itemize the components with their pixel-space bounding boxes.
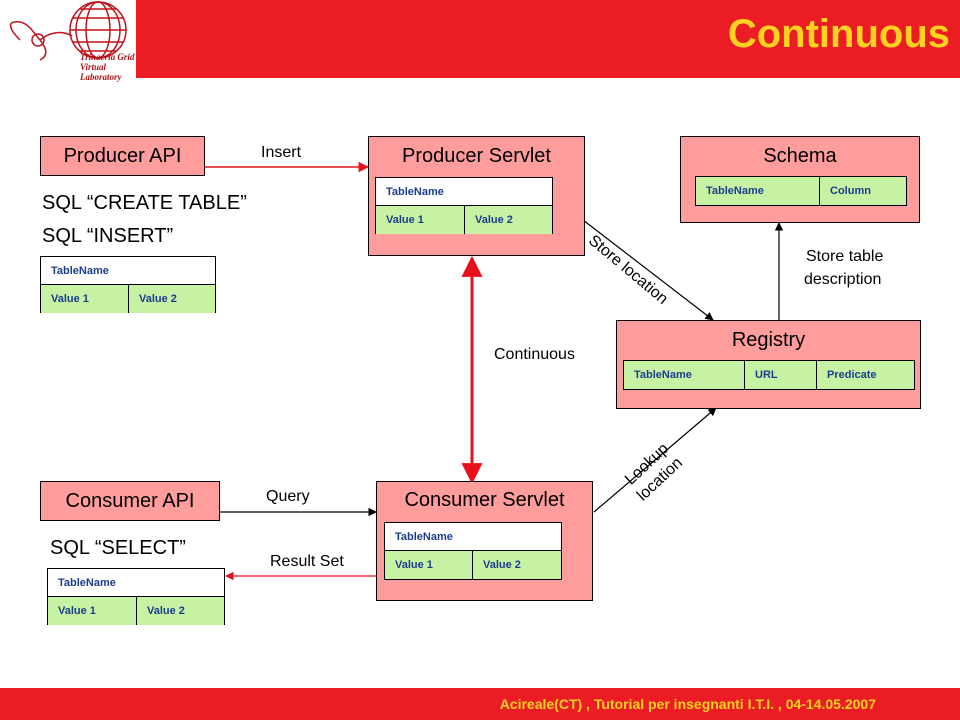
producer-servlet-table: TableName Value 1 Value 2 <box>375 177 553 234</box>
consumer-api-box: Consumer API <box>40 481 220 521</box>
consumer-api-value1: Value 1 <box>48 597 137 625</box>
sql-select: SQL “SELECT” <box>50 537 186 559</box>
query-label: Query <box>266 488 310 505</box>
producer-servlet-label: Producer Servlet <box>402 145 551 167</box>
consumer-api-table: TableName Value 1 Value 2 <box>47 568 225 625</box>
registry-col-url: URL <box>745 361 817 389</box>
footer-text: Acireale(CT) , Tutorial per insegnanti I… <box>499 696 876 712</box>
page-title: Continuous <box>727 12 950 56</box>
producer-servlet-box: Producer Servlet TableName Value 1 Value… <box>368 136 585 256</box>
store-location-arrow <box>582 219 714 321</box>
registry-table: TableName URL Predicate <box>623 360 915 390</box>
producer-api-value2: Value 2 <box>139 293 177 305</box>
consumer-servlet-value2: Value 2 <box>483 559 521 571</box>
consumer-api-value2: Value 2 <box>147 605 185 617</box>
sql-create-table: SQL “CREATE TABLE” <box>42 192 247 214</box>
producer-api-value1: Value 1 <box>41 285 129 313</box>
producer-api-label: Producer API <box>63 145 182 167</box>
footer-bar: Acireale(CT) , Tutorial per insegnanti I… <box>0 688 960 720</box>
insert-label: Insert <box>261 144 302 161</box>
consumer-servlet-value1: Value 1 <box>385 551 473 579</box>
schema-label: Schema <box>763 145 837 167</box>
registry-box: Registry TableName URL Predicate <box>616 320 921 409</box>
producer-api-box: Producer API <box>40 136 205 176</box>
logo: Trinacria Grid Virtual Laboratory <box>0 0 136 82</box>
store-table-label-2: description <box>804 271 882 288</box>
consumer-servlet-table: TableName Value 1 Value 2 <box>384 522 562 580</box>
schema-box: Schema TableName Column <box>680 136 920 223</box>
consumer-servlet-box: Consumer Servlet TableName Value 1 Value… <box>376 481 593 601</box>
trinacria-globe-icon <box>9 1 127 61</box>
consumer-servlet-label: Consumer Servlet <box>404 489 565 511</box>
result-set-label: Result Set <box>270 553 344 570</box>
logo-line-1: Trinacria Grid <box>80 52 135 62</box>
producer-api-table-name: TableName <box>41 257 215 285</box>
store-table-label-1: Store table <box>806 248 884 265</box>
registry-label: Registry <box>731 329 806 351</box>
schema-col-tablename: TableName <box>696 177 820 205</box>
lookup-arrow <box>593 407 717 513</box>
logo-line-2: Virtual Laboratory <box>80 62 122 82</box>
registry-col-predicate: Predicate <box>827 369 877 381</box>
registry-col-tablename: TableName <box>624 361 745 389</box>
consumer-api-label: Consumer API <box>65 490 195 512</box>
schema-table: TableName Column <box>695 176 907 206</box>
schema-col-column: Column <box>830 185 871 197</box>
continuous-label: Continuous <box>494 346 575 363</box>
producer-api-table: TableName Value 1 Value 2 <box>40 256 216 313</box>
consumer-api-table-name: TableName <box>48 569 224 597</box>
producer-servlet-value2: Value 2 <box>475 214 513 226</box>
producer-servlet-value1: Value 1 <box>376 206 465 234</box>
header-bar: Trinacria Grid Virtual Laboratory Contin… <box>0 0 960 82</box>
producer-servlet-table-name: TableName <box>376 178 552 206</box>
consumer-servlet-table-name: TableName <box>385 523 561 551</box>
sql-insert: SQL “INSERT” <box>42 225 174 247</box>
